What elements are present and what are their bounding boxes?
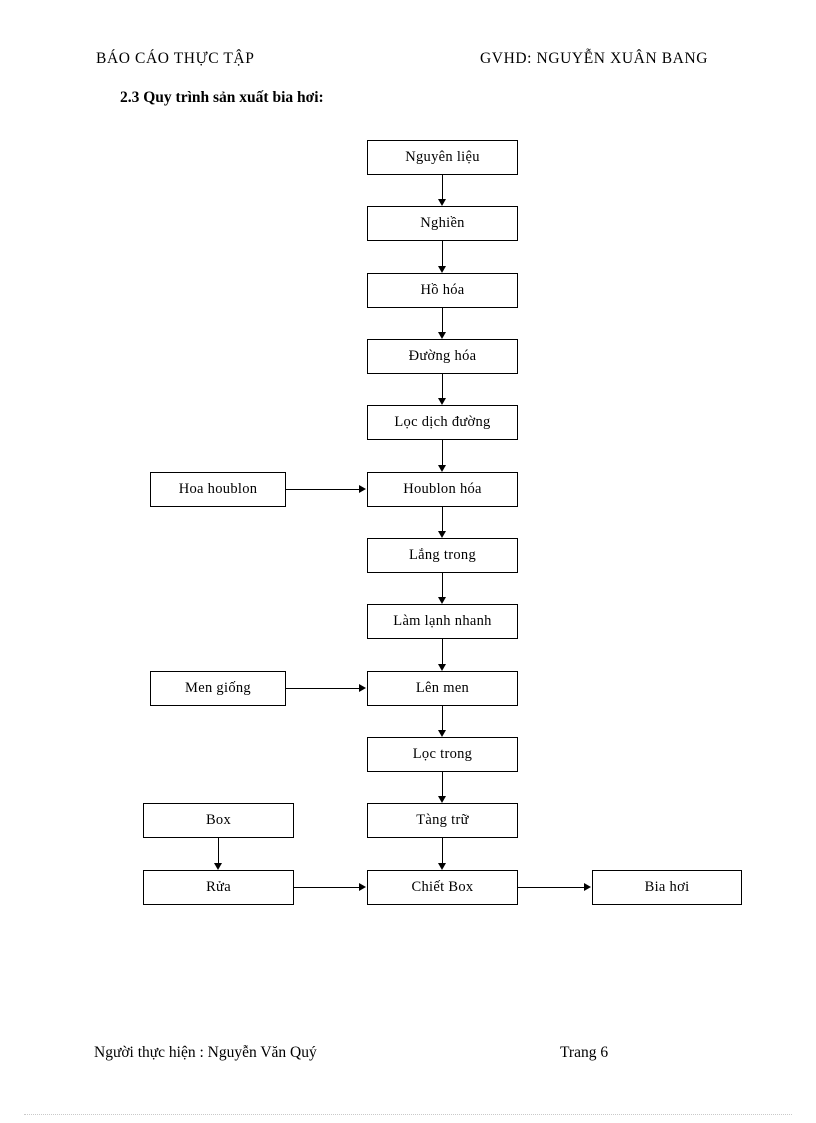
flow-node-houblon-hoa: Houblon hóa xyxy=(367,472,518,507)
section-heading: 2.3 Quy trình sản xuất bia hơi: xyxy=(120,89,324,106)
connector-arrow-8 xyxy=(438,664,446,671)
connector-line-hoa-houblon xyxy=(286,489,360,490)
connector-arrow-hoa-houblon xyxy=(359,485,366,493)
connector-line-10 xyxy=(442,772,443,797)
connector-arrow-rua-chiet-box xyxy=(359,883,366,891)
flow-node-chiet-box: Chiết Box xyxy=(367,870,518,905)
connector-arrow-5 xyxy=(438,465,446,472)
flow-node-hoa-houblon: Hoa houblon xyxy=(150,472,286,507)
connector-line-2 xyxy=(442,241,443,267)
connector-line-3 xyxy=(442,308,443,333)
connector-line-1 xyxy=(442,175,443,200)
footer-page-number: Trang 6 xyxy=(560,1044,609,1061)
flow-node-nguyen-lieu: Nguyên liệu xyxy=(367,140,518,175)
flow-node-men-giong: Men giống xyxy=(150,671,286,706)
flow-node-rua: Rửa xyxy=(143,870,294,905)
connector-line-6 xyxy=(442,507,443,532)
flow-node-loc-trong: Lọc trong xyxy=(367,737,518,772)
flow-node-box: Box xyxy=(143,803,294,838)
connector-line-4 xyxy=(442,374,443,399)
connector-line-9 xyxy=(442,706,443,731)
connector-line-box-rua xyxy=(218,838,219,864)
connector-arrow-3 xyxy=(438,332,446,339)
connector-arrow-9 xyxy=(438,730,446,737)
connector-line-5 xyxy=(442,440,443,466)
connector-arrow-2 xyxy=(438,266,446,273)
flow-node-lang-trong: Lắng trong xyxy=(367,538,518,573)
flow-node-ho-hoa: Hồ hóa xyxy=(367,273,518,308)
page-bottom-rule xyxy=(24,1114,792,1116)
flow-node-loc-dich-duong: Lọc dịch đường xyxy=(367,405,518,440)
footer-author: Người thực hiện : Nguyễn Văn Quý xyxy=(94,1044,317,1061)
connector-arrow-6 xyxy=(438,531,446,538)
connector-line-8 xyxy=(442,639,443,665)
connector-arrow-11 xyxy=(438,863,446,870)
connector-arrow-men-giong xyxy=(359,684,366,692)
connector-arrow-4 xyxy=(438,398,446,405)
flow-node-nghien: Nghiền xyxy=(367,206,518,241)
flow-node-bia-hoi: Bia hơi xyxy=(592,870,742,905)
flow-node-lam-lanh-nhanh: Làm lạnh nhanh xyxy=(367,604,518,639)
connector-arrow-10 xyxy=(438,796,446,803)
connector-line-men-giong xyxy=(286,688,360,689)
connector-arrow-chiet-box-bia-hoi xyxy=(584,883,591,891)
flow-node-duong-hoa: Đường hóa xyxy=(367,339,518,374)
connector-line-7 xyxy=(442,573,443,598)
header-left-text: BÁO CÁO THỰC TẬP xyxy=(96,50,255,67)
connector-arrow-box-rua xyxy=(214,863,222,870)
flow-node-len-men: Lên men xyxy=(367,671,518,706)
connector-arrow-7 xyxy=(438,597,446,604)
connector-line-chiet-box-bia-hoi xyxy=(518,887,585,888)
connector-line-rua-chiet-box xyxy=(294,887,360,888)
flow-node-tang-tru: Tàng trữ xyxy=(367,803,518,838)
connector-line-11 xyxy=(442,838,443,864)
header-right-text: GVHD: NGUYỄN XUÂN BANG xyxy=(480,50,709,67)
connector-arrow-1 xyxy=(438,199,446,206)
